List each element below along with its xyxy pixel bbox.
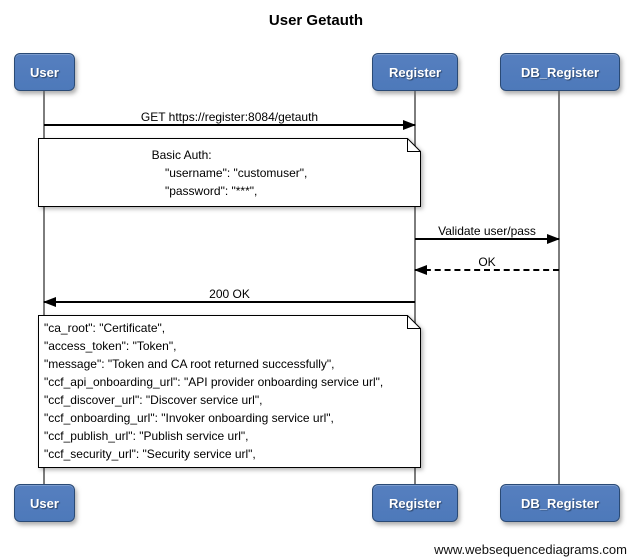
note-line: "ccf_api_onboarding_url": "API provider … xyxy=(44,375,384,389)
actor-label-register: Register xyxy=(388,64,442,80)
actor-box-register-top: Register xyxy=(372,53,458,91)
actor-label-user: User xyxy=(30,64,59,80)
note-line: "access_token": "Token", xyxy=(44,339,177,353)
arrowhead-right-icon xyxy=(403,120,416,130)
note-line: "password": "***", xyxy=(151,184,258,198)
note-line: "message": "Token and CA root returned s… xyxy=(44,357,335,371)
lifeline-user xyxy=(43,91,45,484)
message-line xyxy=(44,124,415,126)
message-ok-return: OK xyxy=(414,253,559,275)
message-line xyxy=(44,301,415,303)
note-line: "ca_root": "Certificate", xyxy=(44,321,166,335)
note-line: "ccf_security_url": "Security service ur… xyxy=(44,447,256,461)
note-line: "ccf_publish_url": "Publish service url"… xyxy=(44,429,249,443)
arrowhead-right-icon xyxy=(547,234,560,244)
arrowhead-left-icon xyxy=(414,265,427,275)
actor-box-user-bottom: User xyxy=(14,484,75,522)
note-text-block: Basic Auth: "username": "customuser", "p… xyxy=(152,146,308,200)
actor-box-user-top: User xyxy=(14,53,75,91)
note-shape xyxy=(38,138,421,207)
actor-label-register: Register xyxy=(388,495,442,511)
note-basic-auth: Basic Auth: "username": "customuser", "p… xyxy=(38,138,421,207)
lifeline-register xyxy=(414,91,416,484)
message-label: OK xyxy=(478,255,496,269)
actor-label-db-register: DB_Register xyxy=(520,495,600,511)
message-get-getauth: GET https://register:8084/getauth xyxy=(44,108,416,130)
note-dogear-icon xyxy=(407,315,421,329)
message-label: GET https://register:8084/getauth xyxy=(140,110,319,124)
actor-box-db-register-top: DB_Register xyxy=(500,53,620,91)
diagram-title: User Getauth xyxy=(268,12,364,29)
arrowhead-left-icon xyxy=(43,297,56,307)
message-validate-user-pass: Validate user/pass xyxy=(415,222,560,244)
lifeline-db-register xyxy=(558,91,560,484)
note-line: "username": "customuser", xyxy=(151,166,308,180)
actor-label-user: User xyxy=(30,495,59,511)
note-line: "ccf_onboarding_url": "Invoker onboardin… xyxy=(44,411,334,425)
message-label: Validate user/pass xyxy=(438,224,536,238)
note-dogear-icon xyxy=(407,138,421,152)
note-content: "ca_root": "Certificate", "access_token":… xyxy=(38,315,421,468)
note-content: Basic Auth: "username": "customuser", "p… xyxy=(38,138,421,207)
message-line-dashed xyxy=(415,269,559,271)
actor-box-register-bottom: Register xyxy=(372,484,458,522)
note-shape xyxy=(38,315,421,468)
message-200-ok: 200 OK xyxy=(43,285,415,307)
message-label: 200 OK xyxy=(209,287,250,301)
actor-box-db-register-bottom: DB_Register xyxy=(500,484,620,522)
note-response-body: "ca_root": "Certificate", "access_token":… xyxy=(38,315,421,468)
actor-label-db-register: DB_Register xyxy=(520,64,600,80)
message-line xyxy=(415,238,559,240)
note-line: Basic Auth: xyxy=(151,148,212,162)
watermark: www.websequencediagrams.com xyxy=(434,542,627,557)
note-line: "ccf_discover_url": "Discover service ur… xyxy=(44,393,263,407)
